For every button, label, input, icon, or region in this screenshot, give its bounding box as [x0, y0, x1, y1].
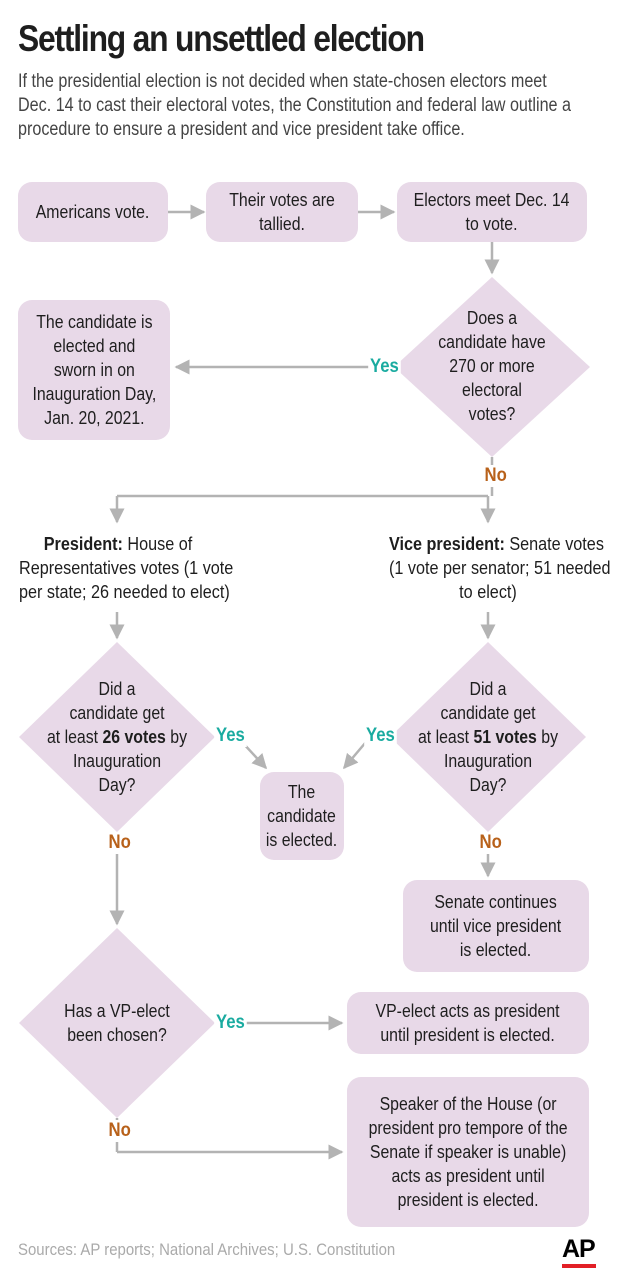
decision-line-text: by — [165, 727, 188, 747]
box-text: president pro tempore of the — [368, 1118, 568, 1138]
box-text: Speaker of the House (or — [379, 1094, 557, 1114]
decision-line: Does a — [466, 308, 518, 328]
box-text: VP-elect acts as president — [375, 1001, 561, 1021]
decision-line: candidate have — [438, 332, 546, 352]
branch-line: (1 vote per senator; 51 needed — [389, 558, 611, 578]
branch-bold: Vice president: — [389, 534, 505, 554]
decision-51-text: Did a candidate get at least 51 votes by… — [409, 677, 567, 797]
decision-line-text: at least — [417, 727, 474, 747]
yes-label: Yes — [214, 725, 247, 747]
box-text: tallied. — [259, 214, 305, 234]
decision-diamond-51 — [390, 642, 586, 832]
no-label: No — [106, 832, 133, 854]
no-label: No — [106, 1120, 133, 1142]
box-text: Inauguration Day, — [32, 384, 156, 404]
vice-president-branch-text: Vice president: Senate votes (1 vote per… — [389, 532, 611, 604]
decision-line: Did a — [469, 679, 507, 699]
box-text: candidate — [267, 806, 337, 826]
decision-line: at least 51 votes by — [409, 725, 567, 749]
branch-bold: President: — [43, 534, 123, 554]
box-text: to vote. — [466, 214, 518, 234]
decision-diamond-26 — [19, 642, 215, 832]
branch-line: Vice president: Senate votes — [389, 532, 604, 556]
decision-vp-text: Has a VP-elect been chosen? — [47, 999, 188, 1047]
box-text: The — [288, 782, 316, 802]
branch-line: President: House of — [19, 532, 217, 556]
decision-line: been chosen? — [67, 1025, 167, 1045]
decision-line: Day? — [469, 775, 507, 795]
decision-line-bold: 51 votes — [473, 727, 537, 747]
yes-label: Yes — [214, 1012, 247, 1034]
box-text: until president is elected. — [380, 1025, 556, 1045]
box-text: Their votes are — [229, 190, 335, 210]
box-text: until vice president — [430, 916, 562, 936]
decision-line: electoral — [462, 380, 522, 400]
decision-line: Inauguration — [72, 751, 162, 771]
box-text: Americans vote. — [36, 202, 150, 222]
ap-logo-bar — [562, 1264, 596, 1268]
the-candidate-elected-box: The candidate is elected. — [260, 772, 344, 860]
box-text: elected and — [53, 336, 135, 356]
decision-line: Inauguration — [443, 751, 533, 771]
decision-diamond-270 — [394, 277, 590, 457]
americans-vote-box: Americans vote. — [18, 182, 168, 242]
president-branch-text: President: House of Representatives vote… — [19, 532, 234, 604]
ap-logo-text: AP — [562, 1235, 596, 1263]
box-text: sworn in on — [53, 360, 135, 380]
box-text: Electors meet Dec. 14 — [414, 190, 570, 210]
sources-credit: Sources: AP reports; National Archives; … — [18, 1240, 396, 1259]
intro-line: procedure to ensure a president and vice… — [18, 119, 465, 140]
candidate-elected-sworn-box: The candidate is elected and sworn in on… — [18, 300, 170, 440]
no-label: No — [477, 832, 504, 854]
yes-label: Yes — [368, 356, 401, 378]
decision-diamond-vp — [19, 928, 215, 1118]
box-text: is elected. — [460, 940, 532, 960]
decision-line: candidate get — [69, 703, 165, 723]
electors-meet-box: Electors meet Dec. 14 to vote. — [397, 182, 587, 242]
decision-line: at least 26 votes by — [38, 725, 196, 749]
box-text: president is elected. — [397, 1190, 539, 1210]
intro-line: If the presidential election is not deci… — [18, 71, 547, 92]
intro-text: If the presidential election is not deci… — [18, 70, 572, 142]
branch-text: House of — [122, 534, 193, 554]
box-text: Senate if speaker is unable) — [369, 1142, 567, 1162]
no-label: No — [482, 465, 509, 487]
decision-line-text: at least — [46, 727, 103, 747]
yes-label: Yes — [364, 725, 397, 747]
box-text: Senate continues — [434, 892, 558, 912]
decision-line: 270 or more — [449, 356, 535, 376]
box-text: acts as president until — [391, 1166, 545, 1186]
box-text: is elected. — [266, 830, 338, 850]
decision-line-bold: 26 votes — [102, 727, 166, 747]
branch-line: to elect) — [459, 582, 517, 602]
box-text: Jan. 20, 2021. — [43, 408, 145, 428]
decision-line: votes? — [468, 404, 516, 424]
vp-acts-box: VP-elect acts as president until preside… — [347, 992, 589, 1054]
branch-text: Senate votes — [504, 534, 604, 554]
decision-line: Has a VP-elect — [64, 1001, 170, 1021]
intro-line: Dec. 14 to cast their electoral votes, t… — [18, 95, 572, 116]
speaker-acts-box: Speaker of the House (or president pro t… — [347, 1077, 589, 1227]
page-title: Settling an unsettled election — [18, 18, 425, 59]
decision-line: Did a — [98, 679, 136, 699]
decision-line: Day? — [98, 775, 136, 795]
ap-logo: AP — [562, 1236, 596, 1268]
branch-line: per state; 26 needed to elect) — [19, 582, 230, 602]
branch-line: Representatives votes (1 vote — [19, 558, 234, 578]
box-text: The candidate is — [35, 312, 153, 332]
decision-line: candidate get — [440, 703, 536, 723]
decision-26-text: Did a candidate get at least 26 votes by… — [38, 677, 196, 797]
votes-tallied-box: Their votes are tallied. — [206, 182, 358, 242]
decision-270-text: Does a candidate have 270 or more electo… — [422, 306, 563, 426]
senate-continues-box: Senate continues until vice president is… — [403, 880, 589, 972]
decision-line-text: by — [536, 727, 559, 747]
